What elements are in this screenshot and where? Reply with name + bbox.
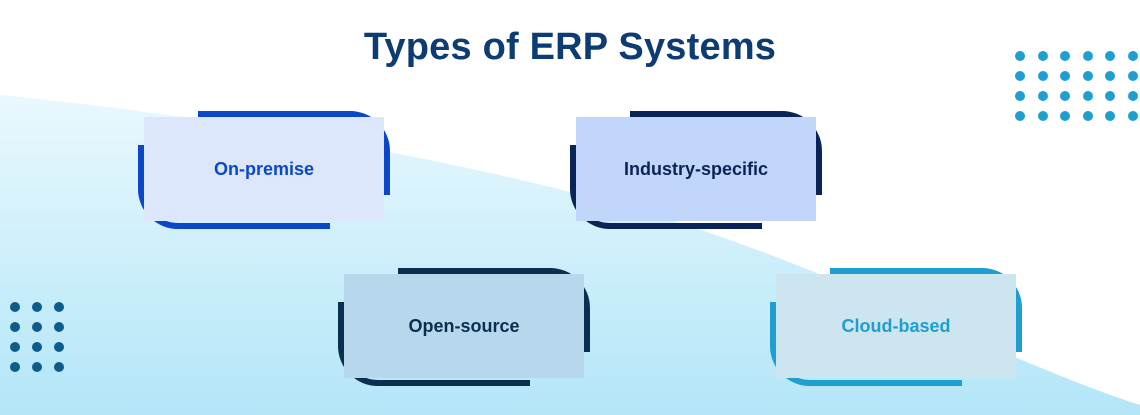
decorative-dot: [32, 322, 42, 332]
decorative-dot: [10, 342, 20, 352]
card-label-cloud-based: Cloud-based: [776, 274, 1016, 378]
decorative-dot: [1015, 91, 1025, 101]
card-cloud-based: Cloud-based: [770, 268, 1022, 386]
card-industry-specific: Industry-specific: [570, 111, 822, 229]
decorative-dot: [1105, 91, 1115, 101]
decorative-dot: [1037, 91, 1048, 101]
decorative-dot: [1127, 51, 1138, 61]
decorative-dot: [1105, 71, 1115, 81]
decorative-dot: [10, 322, 20, 332]
card-on-premise: On-premise: [138, 111, 390, 229]
decorative-dot: [1060, 111, 1070, 121]
decorative-dot: [1060, 91, 1070, 101]
decorative-dot: [1082, 51, 1093, 61]
decorative-dot: [1037, 71, 1048, 81]
decorative-dot: [54, 342, 64, 352]
dot-grid-top-right: [1015, 51, 1138, 123]
decorative-dot: [1082, 91, 1093, 101]
decorative-dot: [1082, 71, 1093, 81]
decorative-dot: [1037, 111, 1048, 121]
decorative-dot: [1015, 111, 1025, 121]
decorative-dot: [1127, 71, 1138, 81]
decorative-dot: [1037, 51, 1048, 61]
diagram-title: Types of ERP Systems: [363, 26, 777, 68]
decorative-dot: [32, 362, 42, 372]
decorative-dot: [1127, 111, 1138, 121]
card-label-on-premise: On-premise: [144, 117, 384, 221]
decorative-dot: [1082, 111, 1093, 121]
decorative-dot: [1105, 111, 1115, 121]
decorative-dot: [54, 302, 64, 312]
card-label-open-source: Open-source: [344, 274, 584, 378]
decorative-dot: [32, 302, 42, 312]
decorative-dot: [1127, 91, 1138, 101]
decorative-dot: [1060, 71, 1070, 81]
decorative-dot: [10, 362, 20, 372]
dot-grid-bottom-left: [10, 302, 68, 374]
decorative-dot: [32, 342, 42, 352]
decorative-dot: [1015, 71, 1025, 81]
decorative-dot: [1015, 51, 1025, 61]
decorative-dot: [54, 322, 64, 332]
decorative-dot: [10, 302, 20, 312]
card-open-source: Open-source: [338, 268, 590, 386]
decorative-dot: [54, 362, 64, 372]
card-label-industry-specific: Industry-specific: [576, 117, 816, 221]
decorative-dot: [1060, 51, 1070, 61]
decorative-dot: [1105, 51, 1115, 61]
